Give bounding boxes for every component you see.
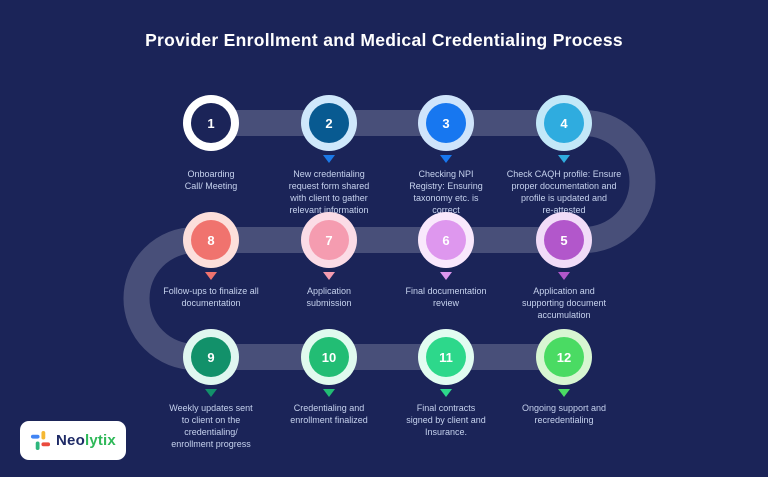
step-circle: 11 xyxy=(418,329,474,385)
step-node-9: 9 Weekly updates sent to client on the c… xyxy=(145,329,277,451)
step-pointer-icon xyxy=(558,272,570,280)
step-circle: 10 xyxy=(301,329,357,385)
step-node-6: 6 Final documentation review xyxy=(380,212,512,309)
step-pointer-icon xyxy=(323,389,335,397)
step-node-8: 8 Follow-ups to finalize all documentati… xyxy=(145,212,277,309)
step-circle: 9 xyxy=(183,329,239,385)
step-circle: 1 xyxy=(183,95,239,151)
step-number: 8 xyxy=(207,232,215,248)
page-title: Provider Enrollment and Medical Credenti… xyxy=(145,30,623,50)
step-label: Follow-ups to finalize all documentation xyxy=(163,286,259,309)
step-pointer-icon xyxy=(440,272,452,280)
step-pointer-icon xyxy=(323,272,335,280)
step-circle: 6 xyxy=(418,212,474,268)
step-number: 3 xyxy=(442,115,450,131)
step-label: Credentialing and enrollment finalized xyxy=(290,403,368,426)
step-node-1: 1 Onboarding Call/ Meeting xyxy=(145,95,277,192)
logo-text-prefix: Neo xyxy=(56,432,85,449)
step-label: Final contracts signed by client and Ins… xyxy=(406,403,486,438)
step-node-2: 2 New credentialing request form shared … xyxy=(263,95,395,217)
step-label: Ongoing support and recredentialing xyxy=(521,403,607,426)
step-pointer-icon xyxy=(323,155,335,163)
step-label: New credentialing request form shared wi… xyxy=(288,169,370,216)
step-node-10: 10 Credentialing and enrollment finalize… xyxy=(263,329,395,426)
step-circle: 4 xyxy=(536,95,592,151)
step-number: 11 xyxy=(439,349,453,365)
step-number: 6 xyxy=(442,232,450,248)
step-pointer-icon xyxy=(440,155,452,163)
step-label: Checking NPI Registry: Ensuring taxonomy… xyxy=(409,169,483,216)
step-pointer-icon xyxy=(558,389,570,397)
step-node-11: 11 Final contracts signed by client and … xyxy=(380,329,512,438)
process-path xyxy=(123,110,656,370)
step-circle: 12 xyxy=(536,329,592,385)
step-label: Application submission xyxy=(306,286,352,309)
step-number: 5 xyxy=(560,232,568,248)
step-pointer-icon xyxy=(205,272,217,280)
step-node-3: 3 Checking NPI Registry: Ensuring taxono… xyxy=(380,95,512,217)
step-number: 10 xyxy=(321,349,337,365)
step-node-5: 5 Application and supporting document ac… xyxy=(498,212,630,321)
step-circle: 7 xyxy=(301,212,357,268)
step-label: Check CAQH profile: Ensure proper docume… xyxy=(506,169,622,216)
step-label: Application and supporting document accu… xyxy=(521,286,607,321)
step-node-4: 4 Check CAQH profile: Ensure proper docu… xyxy=(498,95,630,217)
step-pointer-icon xyxy=(205,155,217,163)
step-number: 9 xyxy=(207,349,215,365)
step-number: 7 xyxy=(325,232,333,248)
step-label: Weekly updates sent to client on the cre… xyxy=(169,403,253,450)
step-number: 2 xyxy=(325,115,333,131)
step-circle: 2 xyxy=(301,95,357,151)
logo-text-suffix: lytix xyxy=(84,432,116,449)
step-number: 1 xyxy=(207,115,215,131)
neolytix-logo: Neolytix xyxy=(20,421,126,460)
step-circle: 3 xyxy=(418,95,474,151)
step-number: 12 xyxy=(556,349,572,365)
step-pointer-icon xyxy=(558,155,570,163)
neolytix-logo-icon xyxy=(30,430,51,451)
step-node-12: 12 Ongoing support and recredentialing xyxy=(498,329,630,426)
step-circle: 8 xyxy=(183,212,239,268)
step-number: 4 xyxy=(560,115,568,131)
step-label: Onboarding Call/ Meeting xyxy=(184,169,238,192)
step-pointer-icon xyxy=(205,389,217,397)
step-pointer-icon xyxy=(440,389,452,397)
step-circle: 5 xyxy=(536,212,592,268)
step-label: Final documentation review xyxy=(405,286,487,309)
neolytix-logo-text: Neolytix xyxy=(56,432,116,449)
step-node-7: 7 Application submission xyxy=(263,212,395,309)
